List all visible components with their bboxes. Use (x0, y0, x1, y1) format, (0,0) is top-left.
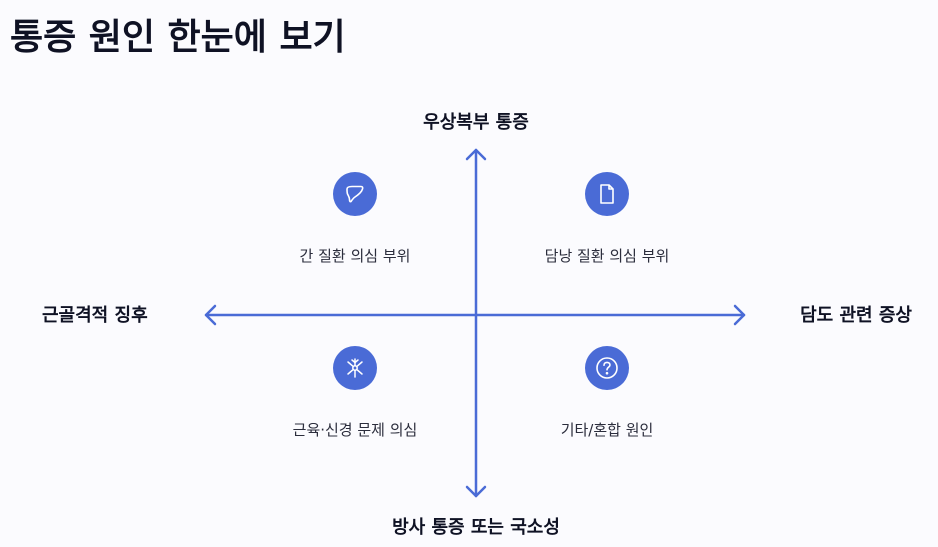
axis-label-bottom: 방사 통증 또는 국소성 (392, 517, 560, 538)
quadrant-label-top-left: 간 질환 의심 부위 (299, 247, 411, 265)
axis-label-right: 담도 관련 증상 (800, 305, 912, 326)
quadrant-label-top-right: 담낭 질환 의심 부위 (544, 247, 670, 265)
nerve-icon (333, 346, 377, 390)
quadrant-bottom-left: 근육·신경 문제 의심 (235, 346, 475, 440)
arrow-up-icon (465, 148, 487, 161)
document-icon (585, 172, 629, 216)
question-icon (585, 346, 629, 390)
quadrant-label-bottom-left: 근육·신경 문제 의심 (292, 421, 418, 439)
quadrant-top-right: 담낭 질환 의심 부위 (487, 172, 727, 266)
quadrant-label-bottom-right: 기타/혼합 원인 (560, 421, 654, 439)
arrow-left-icon (204, 304, 217, 326)
liver-icon (333, 172, 377, 216)
axis-label-top: 우상복부 통증 (423, 112, 529, 133)
page-title: 통증 원인 한눈에 보기 (10, 17, 346, 58)
arrow-down-icon (465, 485, 487, 498)
axis-label-left: 근골격적 징후 (42, 305, 148, 326)
arrow-right-icon (733, 304, 746, 326)
quadrant-top-left: 간 질환 의심 부위 (235, 172, 475, 266)
quadrant-bottom-right: 기타/혼합 원인 (487, 346, 727, 440)
